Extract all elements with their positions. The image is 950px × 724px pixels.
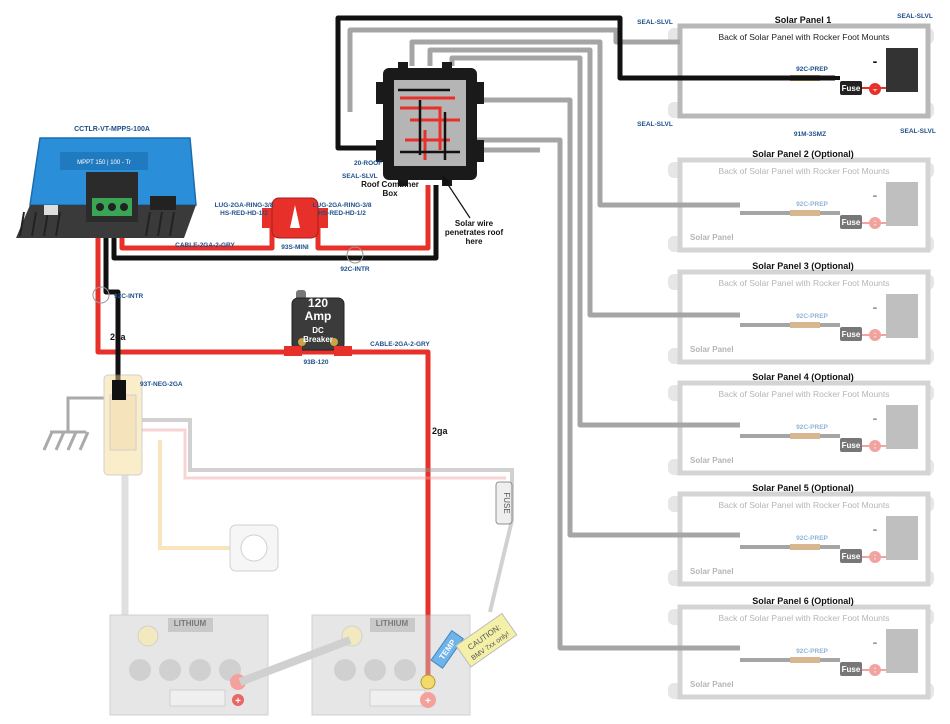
solar-panel-2: Solar Panel 2 (Optional) Back of Solar Pa… xyxy=(668,149,934,253)
splice-ring-left xyxy=(92,286,110,304)
panel-title: Solar Panel 6 (Optional) xyxy=(752,596,854,606)
controller-model: MPPT 150 | 100 - Tr xyxy=(77,160,131,166)
panel-subtitle: Back of Solar Panel with Rocker Foot Mou… xyxy=(718,166,889,176)
panel-subtitle: Back of Solar Panel with Rocker Foot Mou… xyxy=(718,500,889,510)
panel1-mount: 91M-3SMZ xyxy=(794,131,826,138)
panel-title: Solar Panel 3 (Optional) xyxy=(752,261,854,271)
solar-panel-1: Solar Panel 1 Back of Solar Panel with Ro… xyxy=(668,15,934,119)
pv-gray-wires xyxy=(347,27,740,651)
breaker-cable: CABLE-2GA-2-GRY xyxy=(370,341,430,348)
minus-icon: - xyxy=(873,53,878,69)
lug-right-1: LUG-2GA-RING-3/8 xyxy=(313,202,372,209)
panel-fuse-label: Fuse xyxy=(842,665,861,674)
panel-fuse-label: Fuse xyxy=(842,330,861,339)
splice-label-left: 92C-INTR xyxy=(114,293,144,300)
panel1-seal-tl: SEAL-SLVL xyxy=(637,19,673,26)
inline-fuse-label: FUSE xyxy=(502,492,511,513)
note-line-2: penetrates roof xyxy=(445,228,504,237)
inline-fuse xyxy=(495,481,513,525)
lug-left-1: LUG-2GA-RING-3/8 xyxy=(215,202,274,209)
panel-subtitle: Back of Solar Panel with Rocker Foot Mou… xyxy=(718,389,889,399)
mini-fuse-part: 93S-MINI xyxy=(281,244,309,251)
panel-subtitle: Back of Solar Panel with Rocker Foot Mou… xyxy=(718,278,889,288)
panel-fuse-label: Fuse xyxy=(842,84,861,93)
panel-footer: Solar Panel xyxy=(690,233,734,242)
splice-label-top: 92C-INTR xyxy=(340,266,370,273)
panel1-seal-bl: SEAL-SLVL xyxy=(637,121,673,128)
solar-panel-5: Solar Panel 5 (Optional) Back of Solar Pa… xyxy=(668,483,934,587)
panel-connector: 92C-PREP xyxy=(796,313,828,320)
panel-title: Solar Panel 1 xyxy=(775,15,832,25)
breaker-name: Breaker xyxy=(303,335,333,344)
battery-positive-terminal-left xyxy=(232,694,244,706)
temp-sensor: TEMP xyxy=(430,629,464,669)
minus-icon: - xyxy=(873,521,878,537)
charge-controller xyxy=(16,137,197,238)
panel-fuse-label: Fuse xyxy=(842,441,861,450)
minus-icon: - xyxy=(873,299,878,315)
panel-footer: Solar Panel xyxy=(690,345,734,354)
panel-connector: 92C-PREP xyxy=(796,201,828,208)
caution-tag: CAUTION: BMV 7xx only! xyxy=(455,612,518,668)
panel-title: Solar Panel 2 (Optional) xyxy=(752,149,854,159)
panel-title: Solar Panel 5 (Optional) xyxy=(752,483,854,493)
combiner-title-1: Roof Combiner xyxy=(361,180,419,189)
solar-panels: Solar Panel 1 Back of Solar Panel with Ro… xyxy=(668,15,934,700)
battery-positive-terminal xyxy=(420,674,436,690)
breaker-type: DC xyxy=(312,326,324,335)
panel-1-neg-wire xyxy=(335,15,835,151)
neg-terminal-lug xyxy=(112,380,126,400)
breaker-part: 93B-120 xyxy=(304,359,329,366)
roof-penetration-note xyxy=(442,175,471,219)
plus-icon: + xyxy=(425,696,431,707)
combiner-tag-seal: SEAL-SLVL xyxy=(342,173,378,180)
panel-connector: 92C-PREP xyxy=(796,66,828,73)
breaker-amps: 120 xyxy=(308,296,328,310)
roof-combiner-box xyxy=(376,62,484,186)
lug-right-2: HS-RED-HD-1/2 xyxy=(318,210,366,217)
battery-brand-right: LITHIUM xyxy=(376,619,409,628)
neg-terminal-label: 93T-NEG-2GA xyxy=(140,381,183,388)
dc-breaker xyxy=(284,290,352,356)
panel1-seal-br: SEAL-SLVL xyxy=(900,128,936,135)
battery-brand-left: LITHIUM xyxy=(174,619,207,628)
battery-wires xyxy=(95,222,431,680)
splice-ring-top xyxy=(346,246,364,264)
panel-connector: 92C-PREP xyxy=(796,535,828,542)
panel-footer: Solar Panel xyxy=(690,567,734,576)
breaker-unit: Amp xyxy=(305,309,332,323)
combiner-title-2: Box xyxy=(382,189,398,198)
panel-footer: Solar Panel xyxy=(690,680,734,689)
plus-icon: + xyxy=(235,696,241,707)
solar-panel-4: Solar Panel 4 (Optional) Back of Solar Pa… xyxy=(668,372,934,476)
mini-fuse xyxy=(262,197,328,239)
lug-left-2: HS-RED-HD-1/2 xyxy=(220,210,268,217)
minus-icon: - xyxy=(873,187,878,203)
panel-connector: 92C-PREP xyxy=(796,424,828,431)
note-line-3: here xyxy=(466,237,483,246)
panel-fuse-label: Fuse xyxy=(842,552,861,561)
panel-footer: Solar Panel xyxy=(690,456,734,465)
panel-connector: 92C-PREP xyxy=(796,648,828,655)
panel1-seal-tr: SEAL-SLVL xyxy=(897,13,933,20)
controller-part: CCTLR-VT-MPPS-100A xyxy=(74,126,150,133)
solar-panel-6: Solar Panel 6 (Optional) Back of Solar Pa… xyxy=(668,596,934,700)
gauge-right: 2ga xyxy=(432,426,449,436)
panel-fuse-label: Fuse xyxy=(842,218,861,227)
combiner-tag-roof: 20-ROOF xyxy=(354,160,382,167)
pv-cable-label: CABLE-2GA-2-GRY xyxy=(175,242,235,249)
panel-title: Solar Panel 4 (Optional) xyxy=(752,372,854,382)
gauge-left: 2ga xyxy=(110,332,127,342)
panel-subtitle: Back of Solar Panel with Rocker Foot Mou… xyxy=(718,32,889,42)
panel-subtitle: Back of Solar Panel with Rocker Foot Mou… xyxy=(718,613,889,623)
minus-icon: - xyxy=(873,634,878,650)
minus-icon: - xyxy=(873,410,878,426)
note-line-1: Solar wire xyxy=(455,219,494,228)
